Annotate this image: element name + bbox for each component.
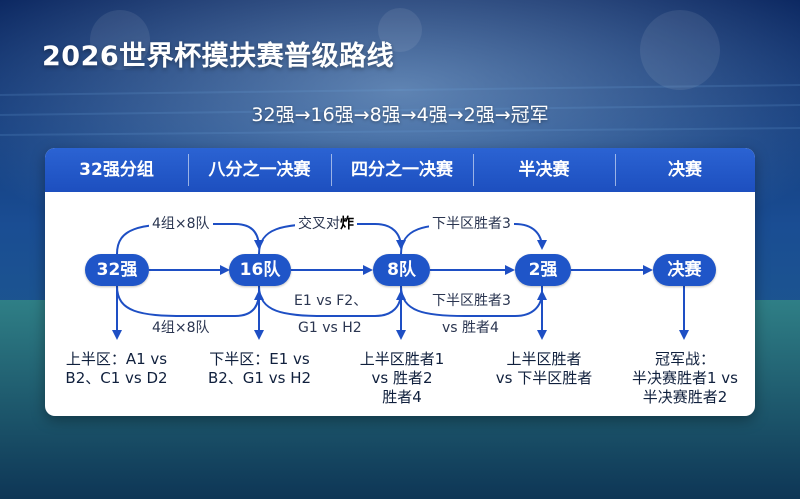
arc-bottom-16-to-8 [258, 285, 406, 317]
flow-arrows [112, 223, 689, 340]
column-header-final: 决赛 [668, 160, 702, 180]
node-16-teams: 16队 [229, 254, 291, 286]
column-header-quarterfinal: 四分之一决赛 [351, 160, 453, 180]
description-line: 上半区胜者1 [359, 350, 445, 368]
description-line: B2、G1 vs H2 [207, 369, 312, 387]
edge-label-bottom-matchup-2: G1 vs H2 [295, 319, 365, 337]
edge-label-top-cross: 交叉对炸 [295, 215, 357, 233]
description-round-of-16: 下半区：E1 vs B2、G1 vs H2 [188, 350, 331, 388]
stage-sequence-subtitle: 32强→16强→8强→4强→2强→冠军 [251, 104, 549, 126]
description-semifinal: 上半区胜者 vs 下半区胜者 [473, 350, 615, 388]
edge-label-bottom-groups: 4组×8队 [149, 319, 213, 337]
description-line: 胜者4 [382, 388, 422, 406]
header-divider [188, 154, 189, 186]
description-line: vs 下半区胜者 [495, 369, 593, 387]
header-divider [331, 154, 332, 186]
description-group-stage: 上半区：A1 vs B2、C1 vs D2 [45, 350, 188, 388]
node-2-teams: 2强 [515, 254, 571, 286]
edge-label-top-groups: 4组×8队 [149, 215, 213, 233]
edge-label-bottom-vs-winner: vs 胜者4 [439, 319, 502, 337]
column-header-round-of-16: 八分之一决赛 [208, 160, 311, 180]
node-final: 决赛 [653, 254, 716, 286]
node-32-teams: 32强 [85, 254, 149, 286]
description-line: 半决赛胜者1 vs [631, 369, 738, 387]
arc-bottom-32-to-16 [116, 285, 264, 317]
arc-bottom-8-to-2 [400, 285, 547, 317]
node-8-teams: 8队 [373, 254, 430, 286]
edge-label-top-cross-text: 交叉对 [298, 216, 340, 232]
stage-header-bar: 32强分组 八分之一决赛 四分之一决赛 半决赛 决赛 [45, 148, 755, 192]
header-divider [615, 154, 616, 186]
description-line: B2、C1 vs D2 [65, 369, 168, 387]
description-line: vs 胜者2 [371, 369, 433, 387]
description-quarterfinal: 上半区胜者1 vs 胜者2 胜者4 [331, 350, 473, 407]
description-line: 上半区胜者 [506, 350, 582, 368]
description-final: 冠军战： 半决赛胜者1 vs 半决赛胜者2 [615, 350, 755, 407]
description-line: 下半区：E1 vs [209, 350, 310, 368]
edge-label-top-cross-mark: 炸 [340, 216, 354, 232]
column-header-group-stage: 32强分组 [79, 160, 154, 180]
description-line: 上半区：A1 vs [65, 350, 168, 368]
description-line: 冠军战： [654, 350, 715, 368]
description-line: 半决赛胜者2 [642, 388, 728, 406]
edge-label-top-lower-winner: 下半区胜者3 [429, 215, 514, 233]
bracket-panel: 32强分组 八分之一决赛 四分之一决赛 半决赛 决赛 [45, 148, 755, 416]
page-title: 2026世界杯摸扶赛普级路线 [42, 41, 395, 72]
header-divider [473, 154, 474, 186]
column-header-semifinal: 半决赛 [518, 160, 570, 180]
edge-label-bottom-matchup-1: E1 vs F2、 [291, 292, 371, 310]
edge-label-bottom-lower-winner: 下半区胜者3 [429, 292, 514, 310]
